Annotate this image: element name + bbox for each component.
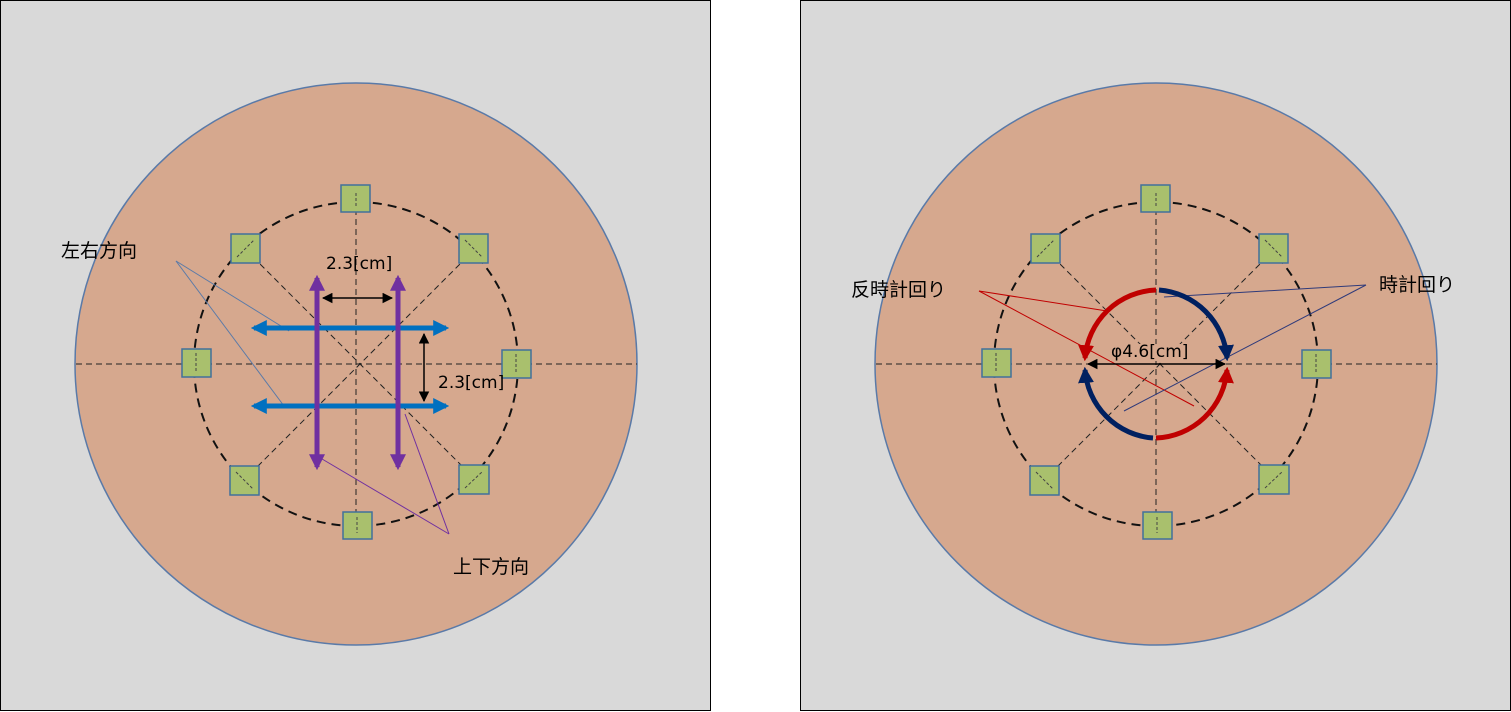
left-diagram: [74, 82, 638, 646]
left-panel: 左右方向 上下方向 2.3[cm] 2.3[cm]: [0, 0, 711, 711]
ccw-arrow-upper-left: [1078, 287, 1157, 362]
sensor-right: [501, 349, 532, 379]
sensor-left: [181, 348, 212, 378]
sensor-top-left: [230, 233, 261, 264]
sensor-top: [340, 184, 371, 213]
cw-label-pointers: [1123, 284, 1367, 412]
label-clockwise: 時計回り: [1379, 274, 1456, 296]
sensor-bottom-right: [1258, 464, 1290, 495]
sensor-left: [981, 348, 1012, 378]
dimension-label-horizontal: 2.3[cm]: [326, 254, 393, 274]
label-counter-clockwise: 反時計回り: [851, 279, 947, 301]
label-horizontal-direction: 左右方向: [61, 240, 138, 262]
sensor-top: [1140, 184, 1171, 213]
sensor-right: [1301, 349, 1332, 379]
sensors: [181, 184, 532, 540]
dimension-label-vertical: 2.3[cm]: [438, 373, 505, 393]
ccw-arrow-lower-right: [1155, 366, 1234, 441]
horizontal-label-pointers: [175, 260, 290, 407]
sensor-bottom-right: [458, 464, 490, 495]
right-panel: 反時計回り 時計回り φ4.6[cm]: [800, 0, 1511, 711]
sensor-bottom: [342, 511, 373, 540]
sensor-bottom-left: [229, 465, 260, 496]
vertical-label-pointers: [316, 413, 450, 535]
guide-lines: [76, 199, 637, 526]
sensor-top-left: [1030, 233, 1061, 264]
dimension-label-diameter: φ4.6[cm]: [1110, 342, 1190, 362]
sensor-top-right: [1258, 233, 1289, 264]
sensor-bottom-left: [1029, 465, 1060, 496]
sensor-bottom: [1142, 511, 1173, 540]
right-diagram: [874, 82, 1438, 646]
cw-arrow-lower-left: [1078, 366, 1154, 441]
cw-arrow-upper-right: [1158, 287, 1234, 362]
label-vertical-direction: 上下方向: [453, 556, 530, 578]
sensor-top-right: [458, 233, 489, 264]
sensors: [981, 184, 1332, 540]
